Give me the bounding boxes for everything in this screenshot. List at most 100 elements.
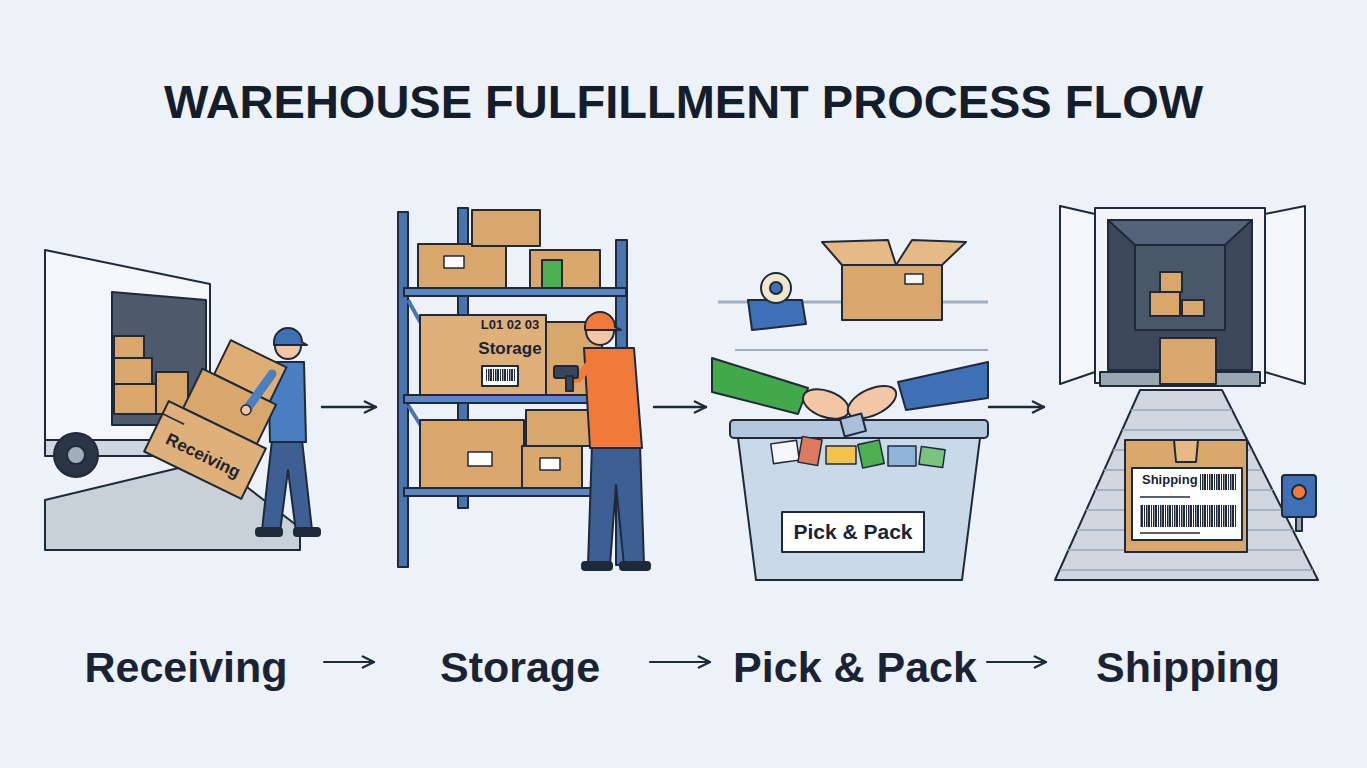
trailer [1060, 206, 1305, 386]
stored-boxes [526, 410, 596, 446]
tote-bin [782, 512, 924, 552]
stored-boxes [485, 369, 515, 381]
worker [294, 528, 320, 536]
conveyor [1055, 338, 1318, 580]
flow-arrow [650, 661, 710, 663]
loading-ramp [45, 460, 300, 550]
tote-bin [826, 446, 856, 464]
worker [588, 445, 644, 565]
storage-rack [404, 288, 626, 296]
flow-arrow [654, 406, 706, 409]
conveyor [1125, 440, 1247, 552]
conveyor [1060, 569, 1313, 571]
tape-dispenser [761, 273, 791, 303]
conveyor [1132, 468, 1242, 540]
trailer [1135, 245, 1225, 330]
flow-arrow [987, 661, 1046, 663]
stage-panel: L01 02 03StorageStorage [380, 200, 648, 700]
stage-caption: Storage [440, 646, 600, 689]
illustration [45, 206, 1318, 580]
picking-hands [712, 358, 988, 437]
conveyor [1140, 496, 1190, 498]
carried-boxes [144, 401, 266, 499]
stored-boxes [472, 210, 540, 246]
conveyor [1122, 429, 1242, 431]
worker [582, 562, 612, 570]
control-box [1282, 475, 1316, 517]
tote-bin [888, 446, 916, 466]
open-box [822, 240, 896, 265]
open-box [905, 274, 923, 284]
stored-boxes [482, 366, 518, 386]
worker-arm [241, 374, 272, 415]
conveyor [1140, 532, 1200, 534]
flow-arrow [322, 406, 376, 409]
tote-bin [858, 440, 885, 468]
tape-dispenser [748, 300, 806, 330]
tote-bin [730, 420, 988, 580]
truck [114, 358, 152, 384]
worker [585, 312, 621, 330]
stage-caption: Pick & Pack [733, 646, 977, 689]
worker [620, 562, 650, 570]
truck [114, 384, 156, 414]
carried-boxes [163, 414, 185, 425]
stage-panel: ReceivingReceiving [40, 200, 318, 700]
bin-label: Pick & Pack [793, 520, 912, 544]
truck [114, 336, 144, 358]
open-box [822, 240, 966, 320]
trailer [1095, 208, 1265, 383]
tote-bin [919, 446, 945, 467]
stored-boxes [420, 420, 524, 488]
stage-caption: Receiving [84, 646, 287, 689]
stored-boxes [418, 210, 602, 488]
trailer [1060, 206, 1095, 384]
conveyor [1055, 390, 1318, 580]
carried-boxes [144, 327, 302, 498]
tote-bin [738, 438, 980, 580]
conveyor [1140, 505, 1236, 527]
worker [274, 328, 307, 345]
stored-boxes [418, 244, 506, 288]
tape-dispenser [770, 282, 782, 294]
conveyor [1200, 474, 1236, 490]
trailer [1160, 272, 1182, 292]
stage-panel: ShippingShipping [1048, 200, 1325, 700]
stored-boxes [530, 250, 600, 288]
diagram-title: WAREHOUSE FULFILLMENT PROCESS FLOW [0, 78, 1367, 125]
conveyor [1131, 409, 1232, 411]
stored-boxes [542, 260, 562, 288]
trailer [1108, 220, 1252, 245]
box-label: Storage [478, 339, 541, 359]
worker [554, 312, 650, 570]
tape-dispenser [748, 273, 806, 330]
tote-bin [798, 436, 822, 465]
shipping-label: Shipping [1142, 473, 1198, 488]
control-box [1292, 485, 1306, 499]
stage-caption: Shipping [1096, 646, 1280, 689]
picking-hands [840, 413, 866, 436]
worker-arm [246, 374, 272, 410]
trailer [1150, 292, 1180, 316]
worker [256, 528, 282, 536]
open-box [842, 265, 942, 320]
box-label: Receiving [163, 430, 244, 483]
trailer [1182, 300, 1204, 316]
stored-boxes [420, 315, 546, 395]
stored-boxes [540, 458, 560, 470]
conveyor [1160, 338, 1216, 384]
control-box [1296, 517, 1302, 531]
control-box [1282, 475, 1316, 531]
conveyor [1060, 410, 1313, 570]
storage-rack [398, 212, 408, 567]
location-code: L01 02 03 [481, 318, 540, 333]
worker-arm [241, 405, 251, 415]
picking-hands [898, 362, 988, 410]
conveyor [1174, 440, 1198, 462]
flow-arrow [324, 661, 374, 663]
loading-ramp [45, 460, 300, 550]
truck [67, 446, 85, 464]
worker [566, 376, 573, 391]
stored-boxes [444, 256, 464, 268]
